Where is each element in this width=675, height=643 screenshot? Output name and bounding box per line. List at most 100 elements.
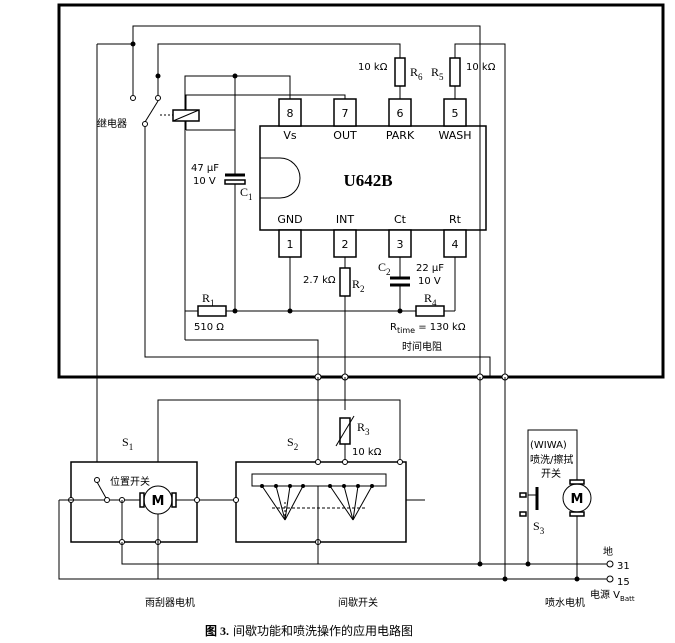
interval-switch-box: S2 R3 10 kΩ: [233, 420, 425, 545]
junction: [477, 561, 483, 567]
s1-box: [70, 461, 198, 543]
resistor-r6: [394, 57, 406, 87]
pin-8-number: 8: [287, 107, 294, 120]
fan-arm: [261, 485, 286, 521]
wire-relay-top: [132, 25, 481, 377]
r1-name: R1: [202, 291, 215, 308]
ic-u642b: 8 7 6 5 1 2 3 4 Vs OUT PARK WASH GND INT…: [259, 98, 487, 258]
resistor-r4: [415, 305, 445, 317]
r1-value: 510 Ω: [194, 322, 224, 333]
r3-name: R3: [357, 420, 370, 437]
s3-terminal: [519, 492, 527, 498]
relay: 继电器: [97, 95, 235, 131]
rtime-caption: 时间电阻: [402, 340, 442, 353]
relay-arm: [144, 100, 159, 123]
fan-contact: [328, 484, 332, 488]
s1-terminal: [194, 497, 200, 503]
washer-motor-symbol: M: [571, 492, 584, 507]
pin-6-number: 6: [397, 107, 404, 120]
junction: [502, 576, 508, 582]
s2-terminal: [315, 459, 321, 465]
r4-name: R4: [424, 291, 437, 308]
motor-brush: [569, 479, 585, 485]
s2-terminal: [397, 459, 403, 465]
s2-left-fan: [260, 484, 305, 521]
fan-contact: [288, 484, 292, 488]
wire-to-s2: [185, 339, 319, 377]
wire-r6-top: [157, 43, 401, 76]
pin-1-label: GND: [277, 213, 302, 226]
c2-value-1: 22 µF: [416, 263, 444, 274]
washer-section: (WIWA) 喷洗/擦拭 开关 S3 M: [519, 440, 592, 579]
fan-contact: [301, 484, 305, 488]
pin-4-number: 4: [452, 238, 459, 251]
rtime-label: Rtime = 130 kΩ: [390, 322, 466, 335]
r3-value: 10 kΩ: [352, 447, 382, 458]
power-label: 电源 VBatt: [590, 588, 635, 603]
junction: [287, 308, 293, 314]
fan-arm: [284, 485, 291, 521]
fan-arm: [343, 485, 354, 521]
s3-terminal: [519, 511, 527, 517]
junction: [574, 576, 580, 582]
s3-name: S3: [533, 519, 545, 536]
s2-name: S2: [287, 435, 298, 452]
junction: [232, 308, 238, 314]
pin-3-number: 3: [397, 238, 404, 251]
wiwa-label: (WIWA): [530, 440, 567, 451]
pin-4-label: Rt: [449, 213, 462, 226]
fan-arm: [329, 485, 354, 521]
c2-value-2: 10 V: [418, 276, 441, 287]
pin-3-label: Ct: [394, 213, 407, 226]
wire-s1-s2: [157, 399, 401, 500]
r2-name: R2: [352, 277, 365, 294]
fan-contact: [260, 484, 264, 488]
supply-rails: 地 31 15 电源 VBatt: [58, 499, 635, 603]
pin-1-number: 1: [287, 238, 294, 251]
c1-name: C1: [240, 185, 253, 202]
s2-right-fan: [328, 484, 374, 521]
motor-brush: [569, 511, 585, 517]
washer-motor-label: 喷水电机: [545, 596, 585, 609]
external-wiring: [96, 43, 578, 579]
pin-5-number: 5: [452, 107, 459, 120]
pin-2-label: INT: [336, 213, 354, 226]
r3-variable-arrow: [335, 415, 355, 447]
s2-terminal: [233, 497, 239, 503]
motor-brush: [139, 492, 145, 508]
relay-label: 继电器: [97, 117, 127, 130]
pin-7-number: 7: [342, 107, 349, 120]
ground-number: 31: [617, 561, 630, 572]
fan-contact: [356, 484, 360, 488]
motor-brush: [171, 492, 177, 508]
pin-8-label: Vs: [283, 129, 297, 142]
figure-caption: 图 3.间歇功能和喷洗操作的应用电路图: [205, 623, 413, 638]
power-rail: [58, 500, 610, 580]
s1-contact: [104, 497, 110, 503]
pin-6-label: PARK: [386, 129, 415, 142]
ground-rail: [121, 542, 610, 565]
s1-arm: [96, 481, 107, 499]
r2-value: 2.7 kΩ: [303, 275, 336, 286]
r5-value: 10 kΩ: [466, 62, 496, 73]
fan-arm: [284, 485, 304, 521]
interval-switch-label: 间歇开关: [338, 596, 378, 609]
r6-value: 10 kΩ: [358, 62, 388, 73]
ic-body: [259, 125, 487, 231]
s2-bus: [251, 473, 387, 487]
motor-symbol: M: [152, 494, 165, 509]
relay-contact: [155, 95, 161, 101]
s1-name: S1: [122, 435, 133, 452]
relay-contact: [142, 121, 148, 127]
c1-plate-curved: [224, 179, 246, 185]
s1-switch-label: 位置开关: [110, 475, 150, 488]
module-frame: [57, 3, 665, 379]
washer-switch-label-1: 喷洗/擦拭: [530, 453, 573, 466]
washer-switch-label-2: 开关: [541, 467, 561, 480]
c2-name: C2: [378, 260, 391, 277]
fan-arm: [275, 485, 286, 521]
fan-contact: [274, 484, 278, 488]
fan-arm: [352, 485, 373, 521]
ground-label: 地: [603, 545, 613, 558]
